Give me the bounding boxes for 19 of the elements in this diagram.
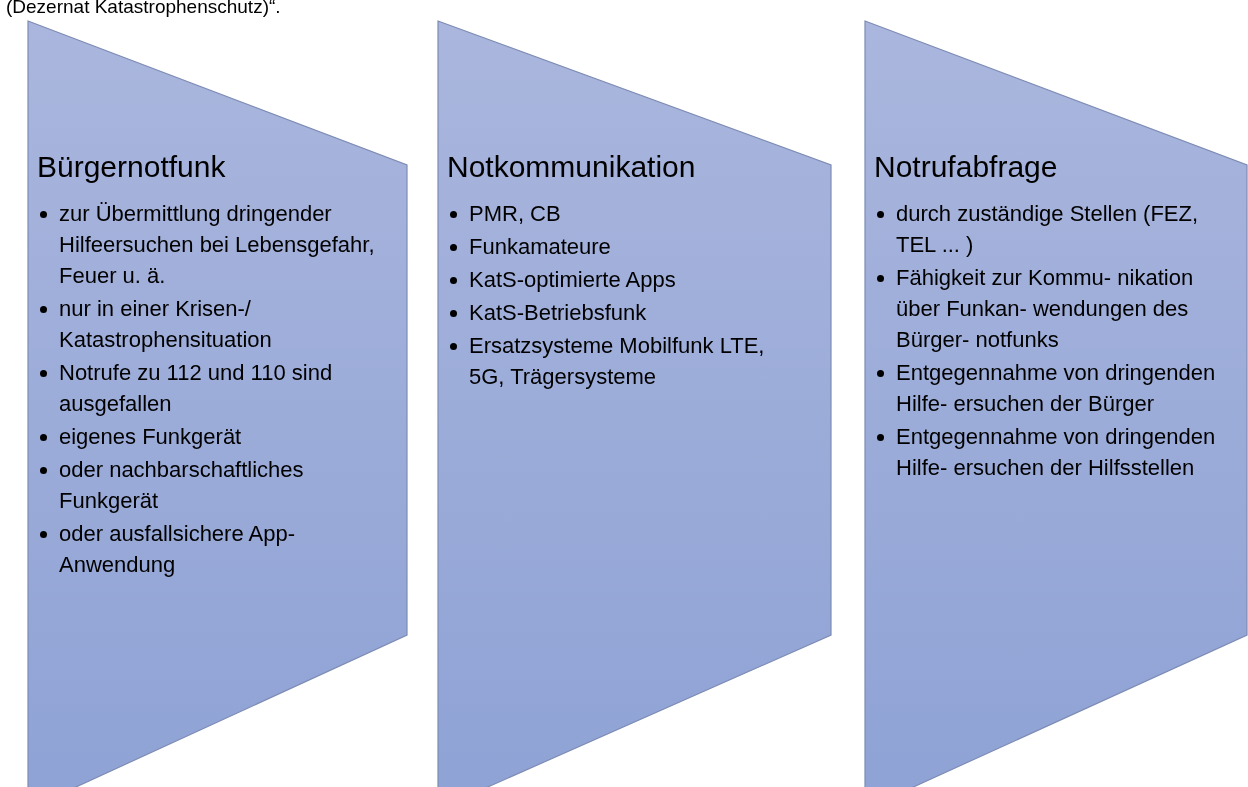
bullet-item: Entgegennahme von dringenden Hilfe- ersuchen der Hilfsstellen [874, 421, 1243, 483]
bullet-item: Funkamateure [447, 231, 771, 262]
bullet-item: PMR, CB [447, 198, 771, 229]
bullet-item: KatS-Betriebsfunk [447, 297, 771, 328]
panel-heading: Notkommunikation [447, 150, 696, 184]
bullet-item: nur in einer Krisen-/ Katastrophensituation [37, 293, 397, 355]
bullet-item: Fähigkeit zur Kommu- nikation über Funkan- wendungen des Bürger- notfunks [874, 262, 1243, 355]
bullet-item: Ersatzsysteme Mobilfunk LTE, 5G, Trägersysteme [447, 330, 771, 392]
panel-heading: Bürgernotfunk [37, 150, 226, 184]
bullet-item: durch zuständige Stellen (FEZ, TEL ... ) [874, 198, 1243, 260]
bullet-item: Entgegennahme von dringenden Hilfe- ersuchen der Bürger [874, 357, 1243, 419]
bullet-item: eigenes Funkgerät [37, 421, 397, 452]
chevron-panel [864, 20, 1248, 787]
chevron-panel [27, 20, 408, 787]
chevron-panel [437, 20, 832, 787]
bullet-item: oder ausfallsichere App- Anwendung [37, 518, 397, 580]
bullet-item: zur Übermittlung dringender Hilfeersuchen bei Lebensgefahr, Feuer u. ä. [37, 198, 397, 291]
panel-heading: Notrufabfrage [874, 150, 1058, 184]
bullet-item: KatS-optimierte Apps [447, 264, 771, 295]
